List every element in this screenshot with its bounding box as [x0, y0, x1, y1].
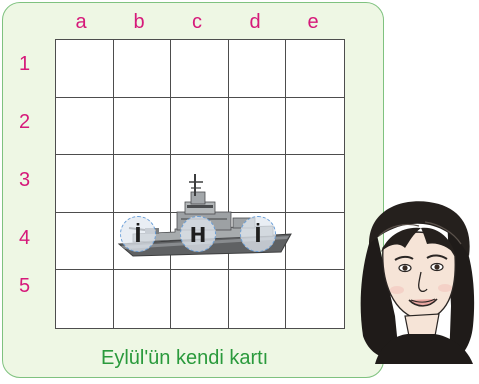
row-label-4: 4 — [19, 227, 49, 250]
cell-a2[interactable] — [56, 98, 114, 156]
cell-e1[interactable] — [286, 40, 344, 98]
cell-a4[interactable] — [56, 213, 114, 271]
card-caption: Eylül'ün kendi kartı — [101, 347, 331, 370]
cell-e2[interactable] — [286, 98, 344, 156]
cell-d2[interactable] — [229, 98, 287, 156]
cell-a5[interactable] — [56, 270, 114, 328]
cell-b2[interactable] — [114, 98, 172, 156]
cell-d1[interactable] — [229, 40, 287, 98]
marker-d4: İ — [240, 216, 276, 252]
marker-c4-letter: H — [181, 223, 215, 247]
cell-c2[interactable] — [171, 98, 229, 156]
column-label-b: b — [110, 11, 168, 34]
marker-d4-letter: İ — [241, 223, 275, 247]
column-label-e: e — [284, 11, 342, 34]
cell-e3[interactable] — [286, 155, 344, 213]
row-label-2: 2 — [19, 111, 49, 134]
cell-e5[interactable] — [286, 270, 344, 328]
cell-e4[interactable] — [286, 213, 344, 271]
marker-b4-letter: İ — [121, 223, 155, 247]
column-label-a: a — [52, 11, 110, 34]
cell-c1[interactable] — [171, 40, 229, 98]
marker-c4: H — [180, 216, 216, 252]
cell-c5[interactable] — [171, 270, 229, 328]
row-label-1: 1 — [19, 53, 49, 76]
cell-a3[interactable] — [56, 155, 114, 213]
cell-b5[interactable] — [114, 270, 172, 328]
row-label-5: 5 — [19, 275, 49, 298]
cell-a1[interactable] — [56, 40, 114, 98]
column-label-d: d — [226, 11, 284, 34]
column-label-c: c — [168, 11, 226, 34]
row-label-3: 3 — [19, 169, 49, 192]
girl-portrait-icon — [355, 196, 479, 364]
cell-d5[interactable] — [229, 270, 287, 328]
marker-b4: İ — [120, 216, 156, 252]
cell-b1[interactable] — [114, 40, 172, 98]
